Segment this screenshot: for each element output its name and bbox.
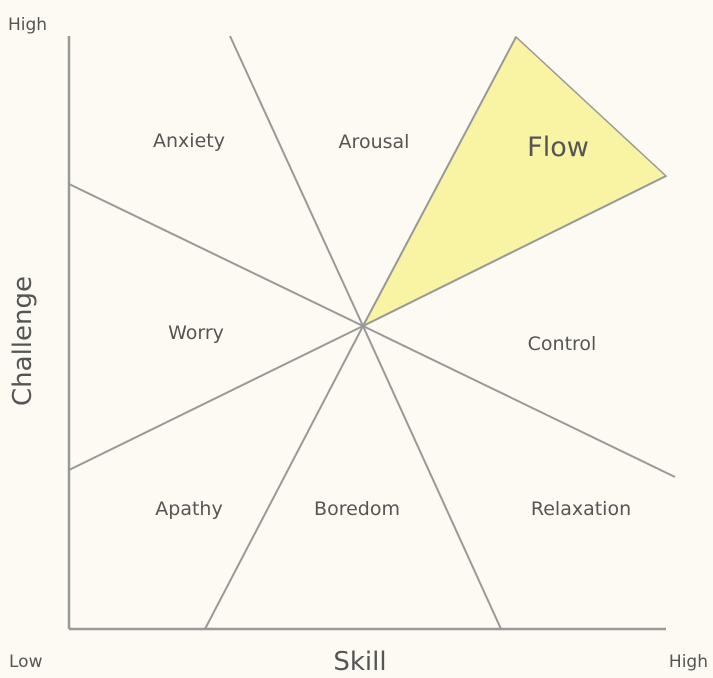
x-axis-high-label: High	[669, 652, 708, 672]
divider-line-lower-left	[68, 325, 364, 471]
x-axis-low-label: Low	[9, 652, 43, 672]
divider-line-bottom-right	[362, 325, 502, 630]
region-label-anxiety: Anxiety	[153, 130, 225, 152]
divider-line-upper-left	[68, 183, 364, 327]
region-label-worry: Worry	[168, 322, 224, 344]
y-axis-high-label: High	[8, 15, 47, 35]
region-label-control: Control	[528, 333, 597, 355]
divider-line-bottom-left	[204, 325, 364, 630]
divider-line-lower-right	[362, 325, 676, 478]
y-axis-title: Challenge	[8, 276, 38, 406]
flow-region-highlight	[361, 35, 668, 328]
region-label-flow: Flow	[527, 132, 589, 163]
x-axis-title: Skill	[333, 647, 386, 677]
region-label-boredom: Boredom	[314, 498, 400, 520]
divider-line-top	[229, 35, 364, 327]
divider-line-top-right	[362, 36, 517, 327]
divider-line-right	[362, 175, 667, 327]
region-label-arousal: Arousal	[339, 131, 410, 153]
region-label-apathy: Apathy	[155, 498, 222, 520]
region-label-relaxation: Relaxation	[531, 498, 631, 520]
